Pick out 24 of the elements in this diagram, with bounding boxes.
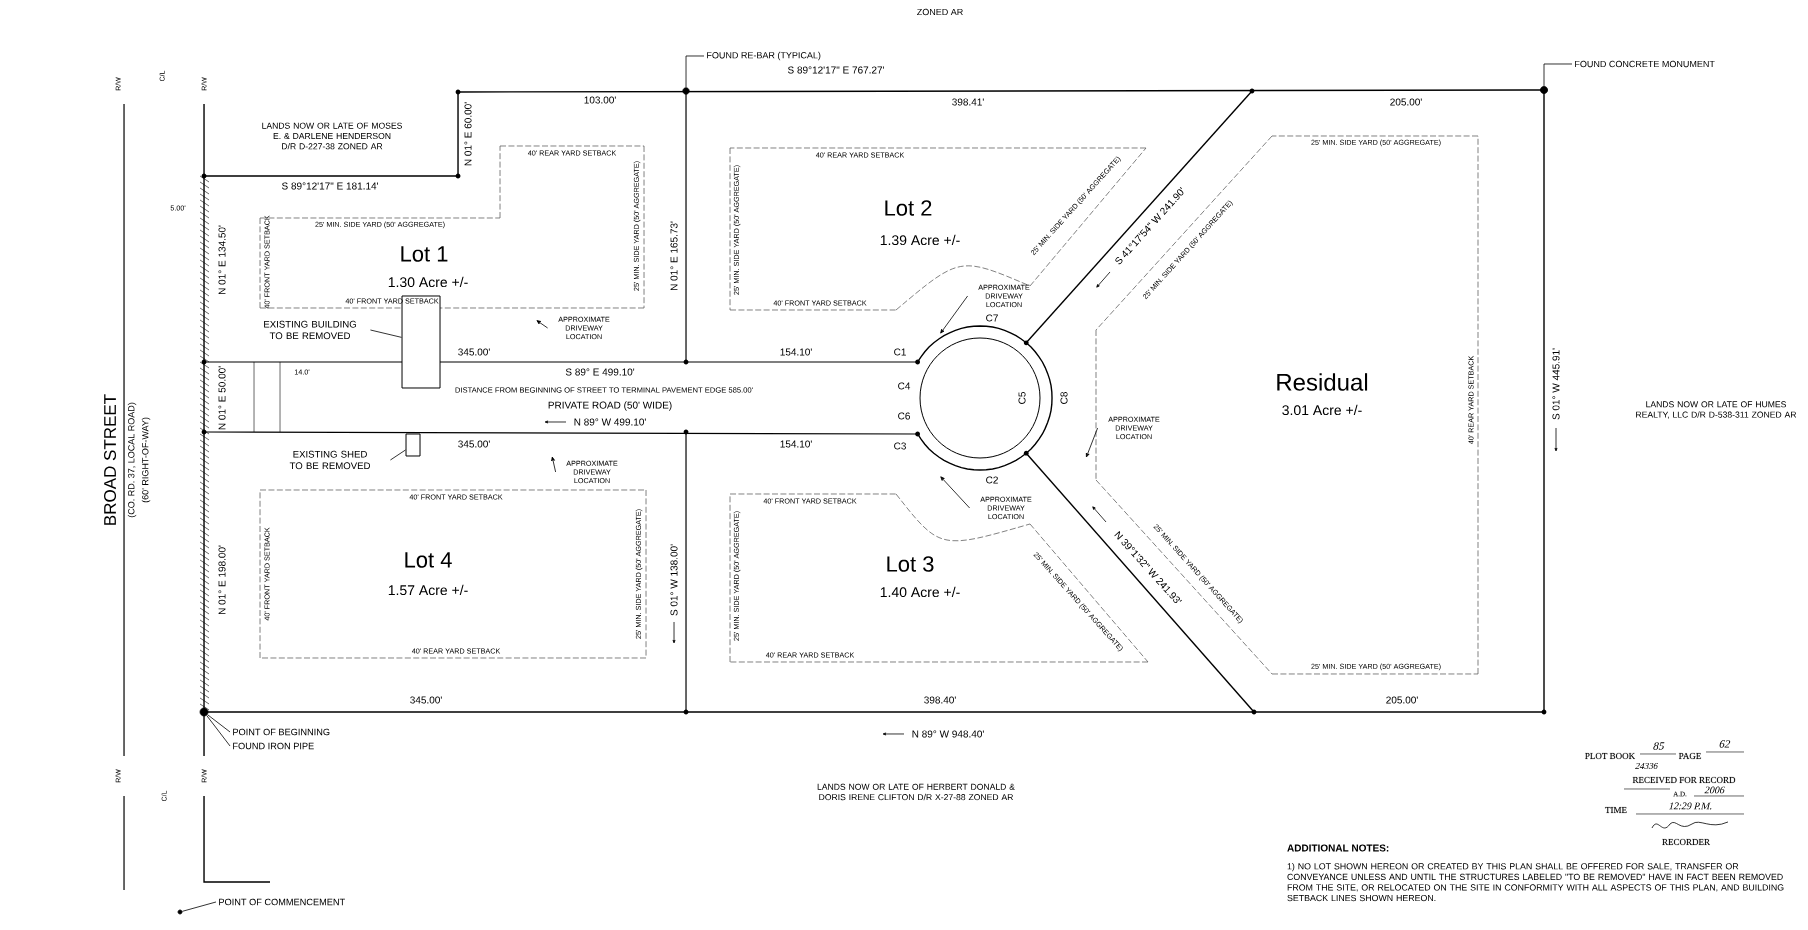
leader-line: [181, 901, 217, 912]
building-outline: [401, 295, 441, 389]
lot-label: Lot 1: [401, 246, 448, 262]
leader-line: [940, 295, 968, 334]
leader-line: [940, 476, 970, 509]
survey-marker: [199, 707, 209, 717]
street-name: BROAD STREET: [104, 394, 117, 525]
shed-outline: [405, 433, 421, 457]
leader-line: [370, 329, 402, 338]
lot-label: Residual: [1277, 373, 1368, 391]
lot-label: Lot 4: [405, 552, 452, 568]
lot-label: Lot 2: [885, 200, 932, 216]
leader-line: [1085, 427, 1098, 458]
survey-marker: [682, 87, 690, 95]
leader-line: [206, 715, 231, 747]
lot-label: Lot 3: [887, 556, 934, 572]
leader-line: [551, 456, 556, 473]
survey-marker: [177, 909, 183, 915]
leader-line: [1543, 63, 1573, 87]
survey-marker: [1540, 86, 1548, 94]
leader-line: [207, 714, 231, 733]
leader-line: [536, 320, 548, 329]
leader-line: [685, 55, 705, 88]
leader-line: [390, 449, 406, 461]
